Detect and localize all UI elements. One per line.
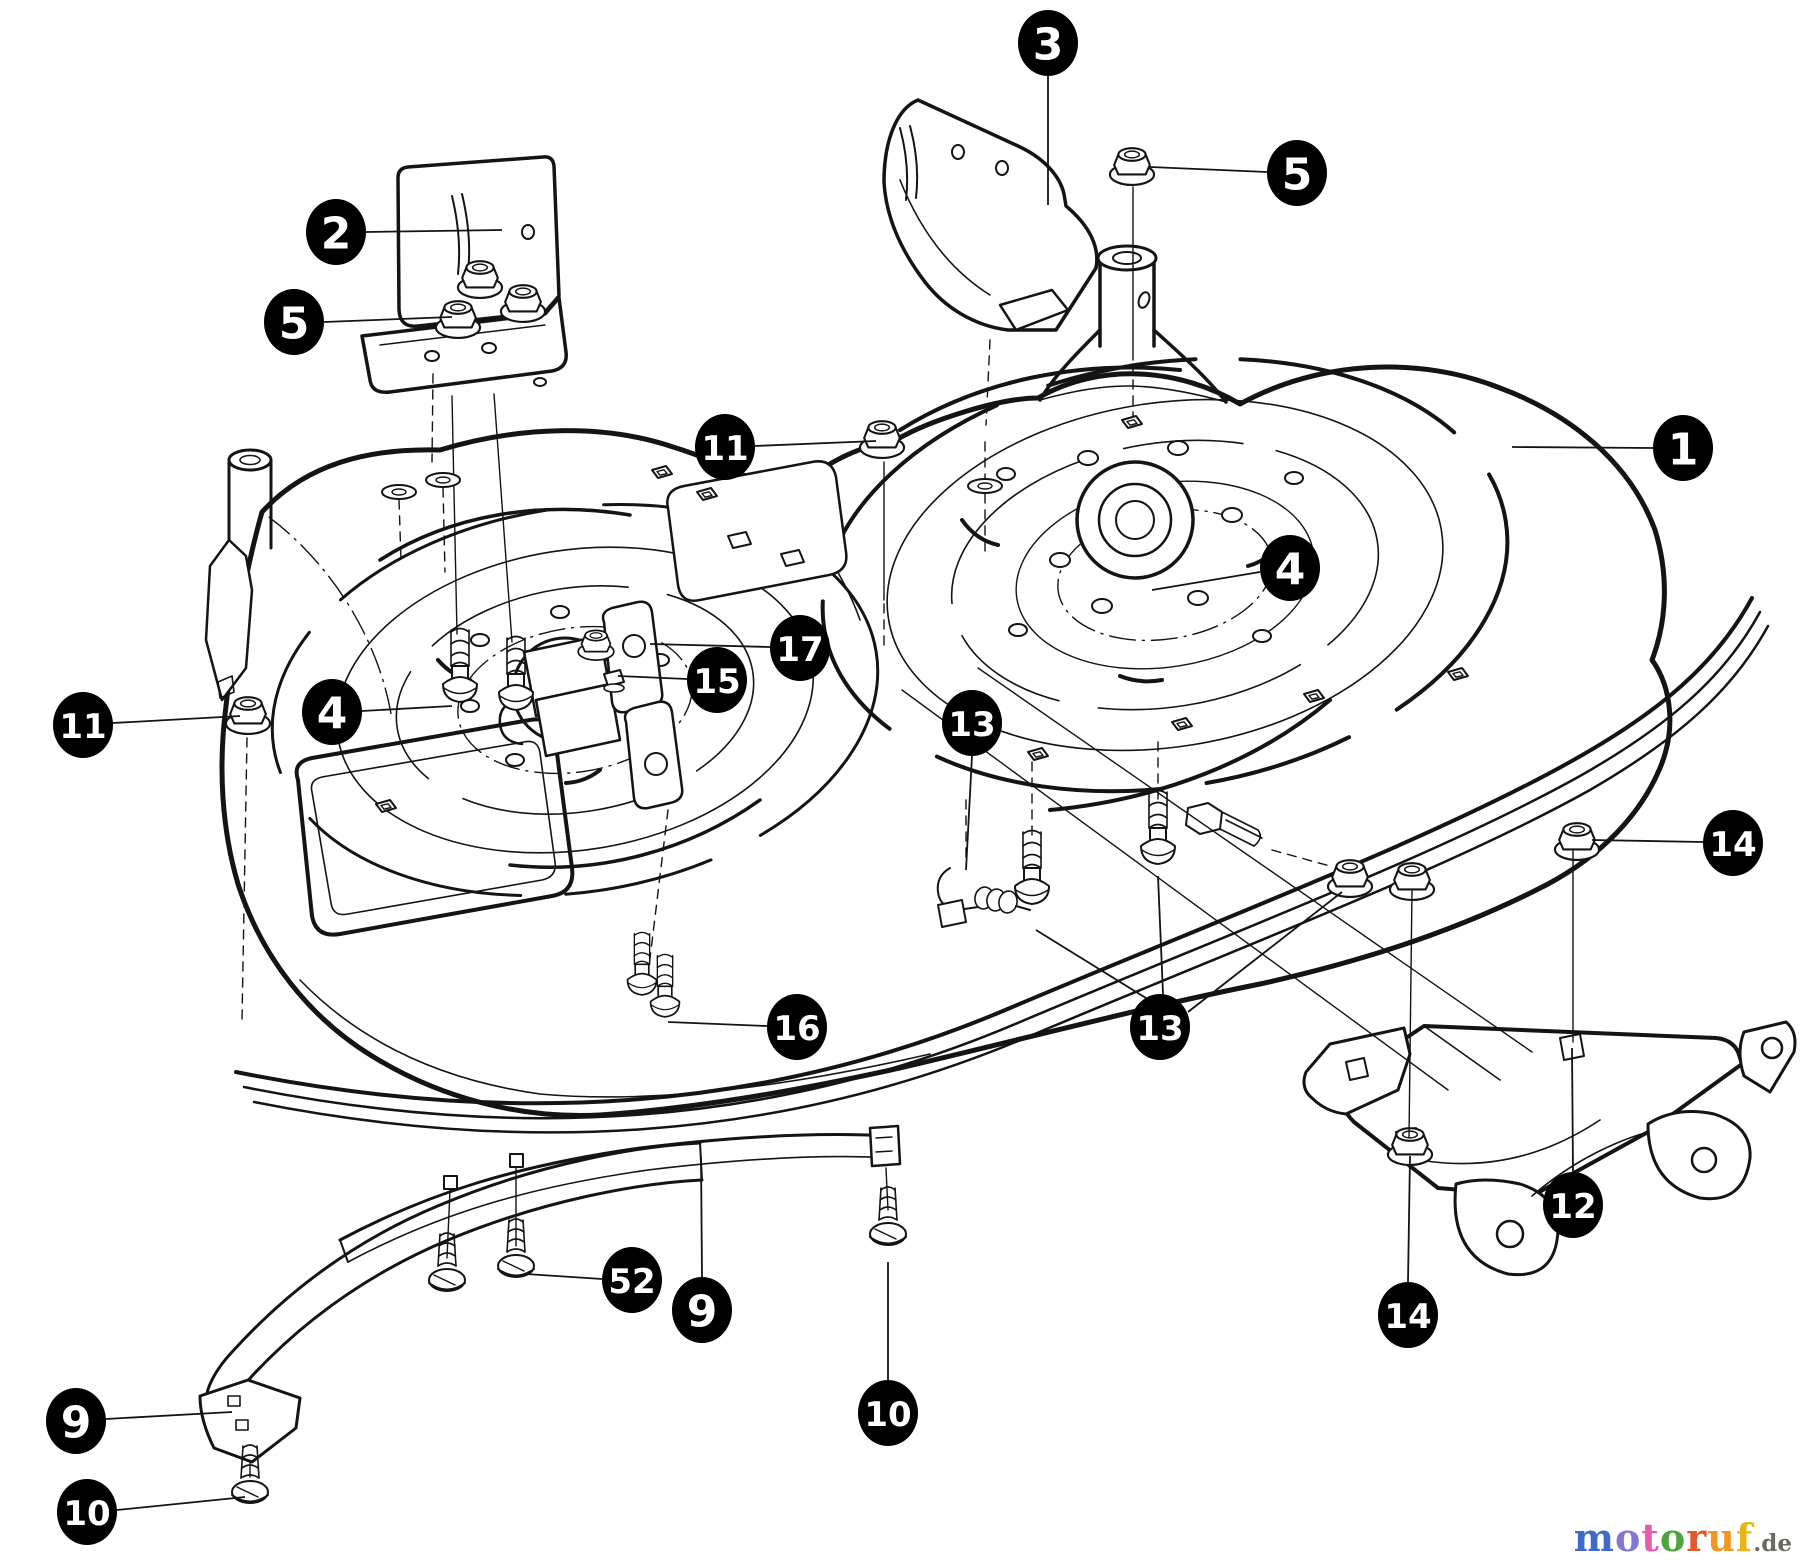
baffle-strip [338,1124,902,1263]
callout-9[interactable]: 9 [46,1388,233,1454]
discharge-opening [294,717,575,937]
bracket-top-center [882,98,1099,426]
svg-text:4: 4 [1275,545,1306,596]
svg-text:13: 13 [1136,1009,1183,1049]
watermark-logo: motoruf.de [1574,1519,1792,1557]
skid-plate-assembly [1302,1020,1797,1277]
svg-text:14: 14 [1384,1297,1431,1337]
svg-text:11: 11 [701,429,748,469]
watermark-letter: o [1614,1515,1642,1560]
svg-text:5: 5 [1282,150,1313,201]
watermark-letter: f [1735,1515,1754,1560]
callout-10[interactable]: 10 [858,1262,918,1446]
right-blade-dome [820,356,1510,812]
svg-text:2: 2 [321,209,352,260]
svg-text:17: 17 [776,630,823,670]
watermark-letter: u [1707,1515,1736,1560]
spindle-mount-tube [1038,244,1228,404]
svg-text:9: 9 [687,1287,718,1338]
curved-baffle [198,1141,704,1478]
svg-text:4: 4 [317,689,348,740]
callout-4[interactable]: 4 [302,679,453,745]
watermark-letter: t [1641,1515,1660,1560]
idler-link-assembly [498,600,684,976]
svg-text:15: 15 [693,662,740,702]
callout-52[interactable]: 52 [525,1247,662,1313]
callout-5[interactable]: 5 [1149,140,1327,206]
callout-2[interactable]: 2 [306,199,503,265]
svg-text:5: 5 [279,299,310,350]
svg-text:14: 14 [1709,825,1756,865]
callout-15[interactable]: 15 [617,647,747,713]
watermark-letter: o [1659,1515,1687,1560]
callout-16[interactable]: 16 [667,994,827,1060]
svg-text:16: 16 [773,1009,820,1049]
callout-10[interactable]: 10 [57,1479,246,1545]
center-plateau [666,460,848,602]
hardware-fasteners [224,147,1601,1504]
callout-3[interactable]: 3 [1018,10,1078,205]
svg-text:1: 1 [1668,425,1699,476]
callout-4[interactable]: 4 [1151,535,1320,601]
callout-9[interactable]: 9 [672,1155,732,1343]
watermark-letter: m [1573,1515,1615,1560]
svg-text:11: 11 [59,707,106,747]
callout-14[interactable]: 14 [1591,810,1763,876]
left-hanger-tube [204,448,273,702]
callout-1[interactable]: 1 [1511,415,1713,481]
svg-text:13: 13 [948,705,995,745]
deck-rail-trim [234,596,1770,1134]
svg-text:10: 10 [63,1494,110,1534]
callout-13[interactable]: 13 [1035,875,1343,1060]
svg-text:3: 3 [1033,20,1064,71]
watermark-suffix: .de [1753,1530,1792,1557]
watermark-letter: r [1686,1515,1708,1560]
svg-text:12: 12 [1549,1187,1596,1227]
callout-5[interactable]: 5 [264,289,453,355]
hex-bolt [1185,802,1263,847]
svg-text:10: 10 [864,1395,911,1435]
callout-17[interactable]: 17 [649,615,830,681]
callout-13[interactable]: 13 [942,690,1002,871]
svg-text:52: 52 [608,1262,655,1302]
callout-12[interactable]: 12 [1543,1047,1603,1238]
svg-text:9: 9 [61,1398,92,1449]
callout-11[interactable]: 11 [53,692,241,758]
callout-14[interactable]: 14 [1378,1155,1438,1348]
callout-11[interactable]: 11 [695,414,877,480]
